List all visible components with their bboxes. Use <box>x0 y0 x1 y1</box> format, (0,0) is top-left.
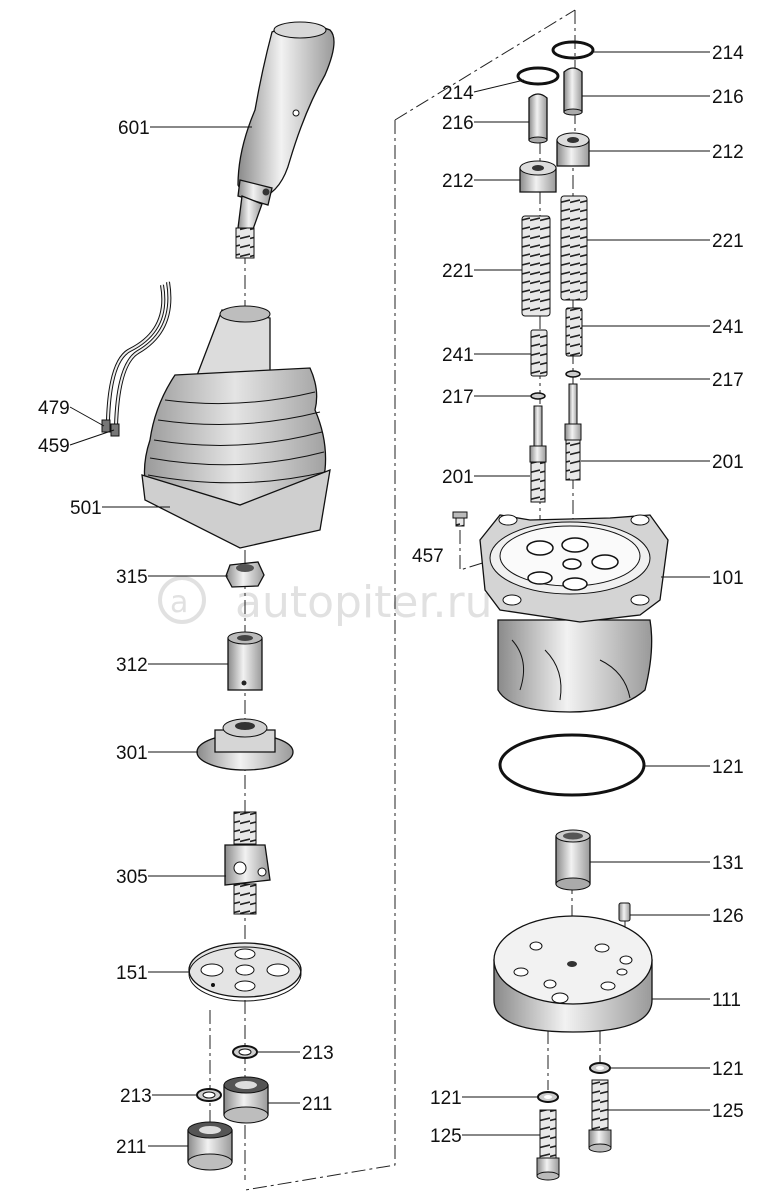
callout-125-right: 125 <box>712 1101 744 1122</box>
callout-216-left: 216 <box>442 113 474 134</box>
bushing-131 <box>555 829 591 891</box>
watermark-text: autopiter.ru <box>235 577 493 628</box>
bolt-125-right <box>588 1079 612 1153</box>
callout-211-left: 211 <box>116 1137 146 1158</box>
o-ring-214-left <box>516 66 560 86</box>
plug-212-left <box>519 160 557 193</box>
callout-213-lower: 213 <box>120 1086 152 1107</box>
callout-201-right: 201 <box>712 452 744 473</box>
o-ring-214-right <box>551 40 595 60</box>
callout-601: 601 <box>118 118 150 139</box>
o-ring-121-large <box>498 733 646 797</box>
callout-457: 457 <box>412 546 444 567</box>
base-plate-111 <box>493 915 653 1033</box>
callout-125-left: 125 <box>430 1126 462 1147</box>
callout-241-right: 241 <box>712 317 744 338</box>
callout-479: 479 <box>38 398 70 419</box>
callout-217-right: 217 <box>712 370 744 391</box>
watermark: a autopiter.ru <box>158 576 493 628</box>
callout-111: 111 <box>712 990 741 1011</box>
callout-241-left: 241 <box>442 345 474 366</box>
washer-121-left <box>537 1091 559 1103</box>
washer-217-left <box>530 392 546 400</box>
handle-grip-601 <box>235 21 335 259</box>
screw-457 <box>452 511 468 527</box>
callout-312: 312 <box>116 655 148 676</box>
callout-221-right: 221 <box>712 231 744 252</box>
spring-241-left <box>530 329 548 377</box>
bushing-211-right <box>223 1076 269 1124</box>
spring-241-right <box>565 307 583 357</box>
callout-459: 459 <box>38 436 70 457</box>
callout-121-left: 121 <box>430 1088 462 1109</box>
washer-121-right <box>589 1062 611 1074</box>
callout-305: 305 <box>116 867 148 888</box>
callout-217-left: 217 <box>442 387 474 408</box>
callout-121-large: 121 <box>712 757 744 778</box>
callout-501: 501 <box>70 498 102 519</box>
plate-151 <box>188 942 302 1002</box>
plunger-216-right <box>563 67 583 116</box>
pin-126 <box>618 902 631 922</box>
callout-214-right: 214 <box>712 43 744 64</box>
callout-126: 126 <box>712 906 744 927</box>
callout-151: 151 <box>116 963 148 984</box>
washer-217-right <box>565 370 581 378</box>
bushing-211-left <box>187 1121 233 1171</box>
spring-221-left <box>521 215 551 317</box>
plug-212-right <box>556 132 590 167</box>
rubber-boot-501 <box>141 305 331 549</box>
leader-lines <box>69 51 710 1147</box>
sleeve-312 <box>227 631 263 691</box>
callout-315: 315 <box>116 567 148 588</box>
callout-216-right: 216 <box>712 87 744 108</box>
callout-101: 101 <box>712 568 744 589</box>
plunger-216-left <box>528 93 548 144</box>
callout-212-right: 212 <box>712 142 744 163</box>
casing-101 <box>479 514 669 713</box>
universal-joint-305 <box>224 811 271 915</box>
bolt-125-left <box>536 1109 560 1181</box>
pusher-201-right <box>564 383 582 481</box>
callout-121-right: 121 <box>712 1059 744 1080</box>
washer-213-lower <box>196 1088 222 1102</box>
callout-221-left: 221 <box>442 261 474 282</box>
wire-harness <box>101 281 172 437</box>
callout-213-upper: 213 <box>302 1043 334 1064</box>
callout-201-left: 201 <box>442 467 474 488</box>
callout-301: 301 <box>116 743 148 764</box>
nut-315 <box>225 561 265 588</box>
pusher-201-left <box>529 405 547 503</box>
svg-text:a: a <box>170 585 188 620</box>
callout-131: 131 <box>712 853 744 874</box>
callout-212-left: 212 <box>442 171 474 192</box>
washer-213-upper <box>232 1045 258 1059</box>
spring-221-right <box>560 195 588 301</box>
callout-211-right: 211 <box>302 1094 332 1115</box>
plate-disc-301 <box>196 718 294 771</box>
callout-labels: 601 479 459 501 315 312 301 305 151 213 … <box>38 43 744 1158</box>
callout-214-left: 214 <box>442 83 474 104</box>
